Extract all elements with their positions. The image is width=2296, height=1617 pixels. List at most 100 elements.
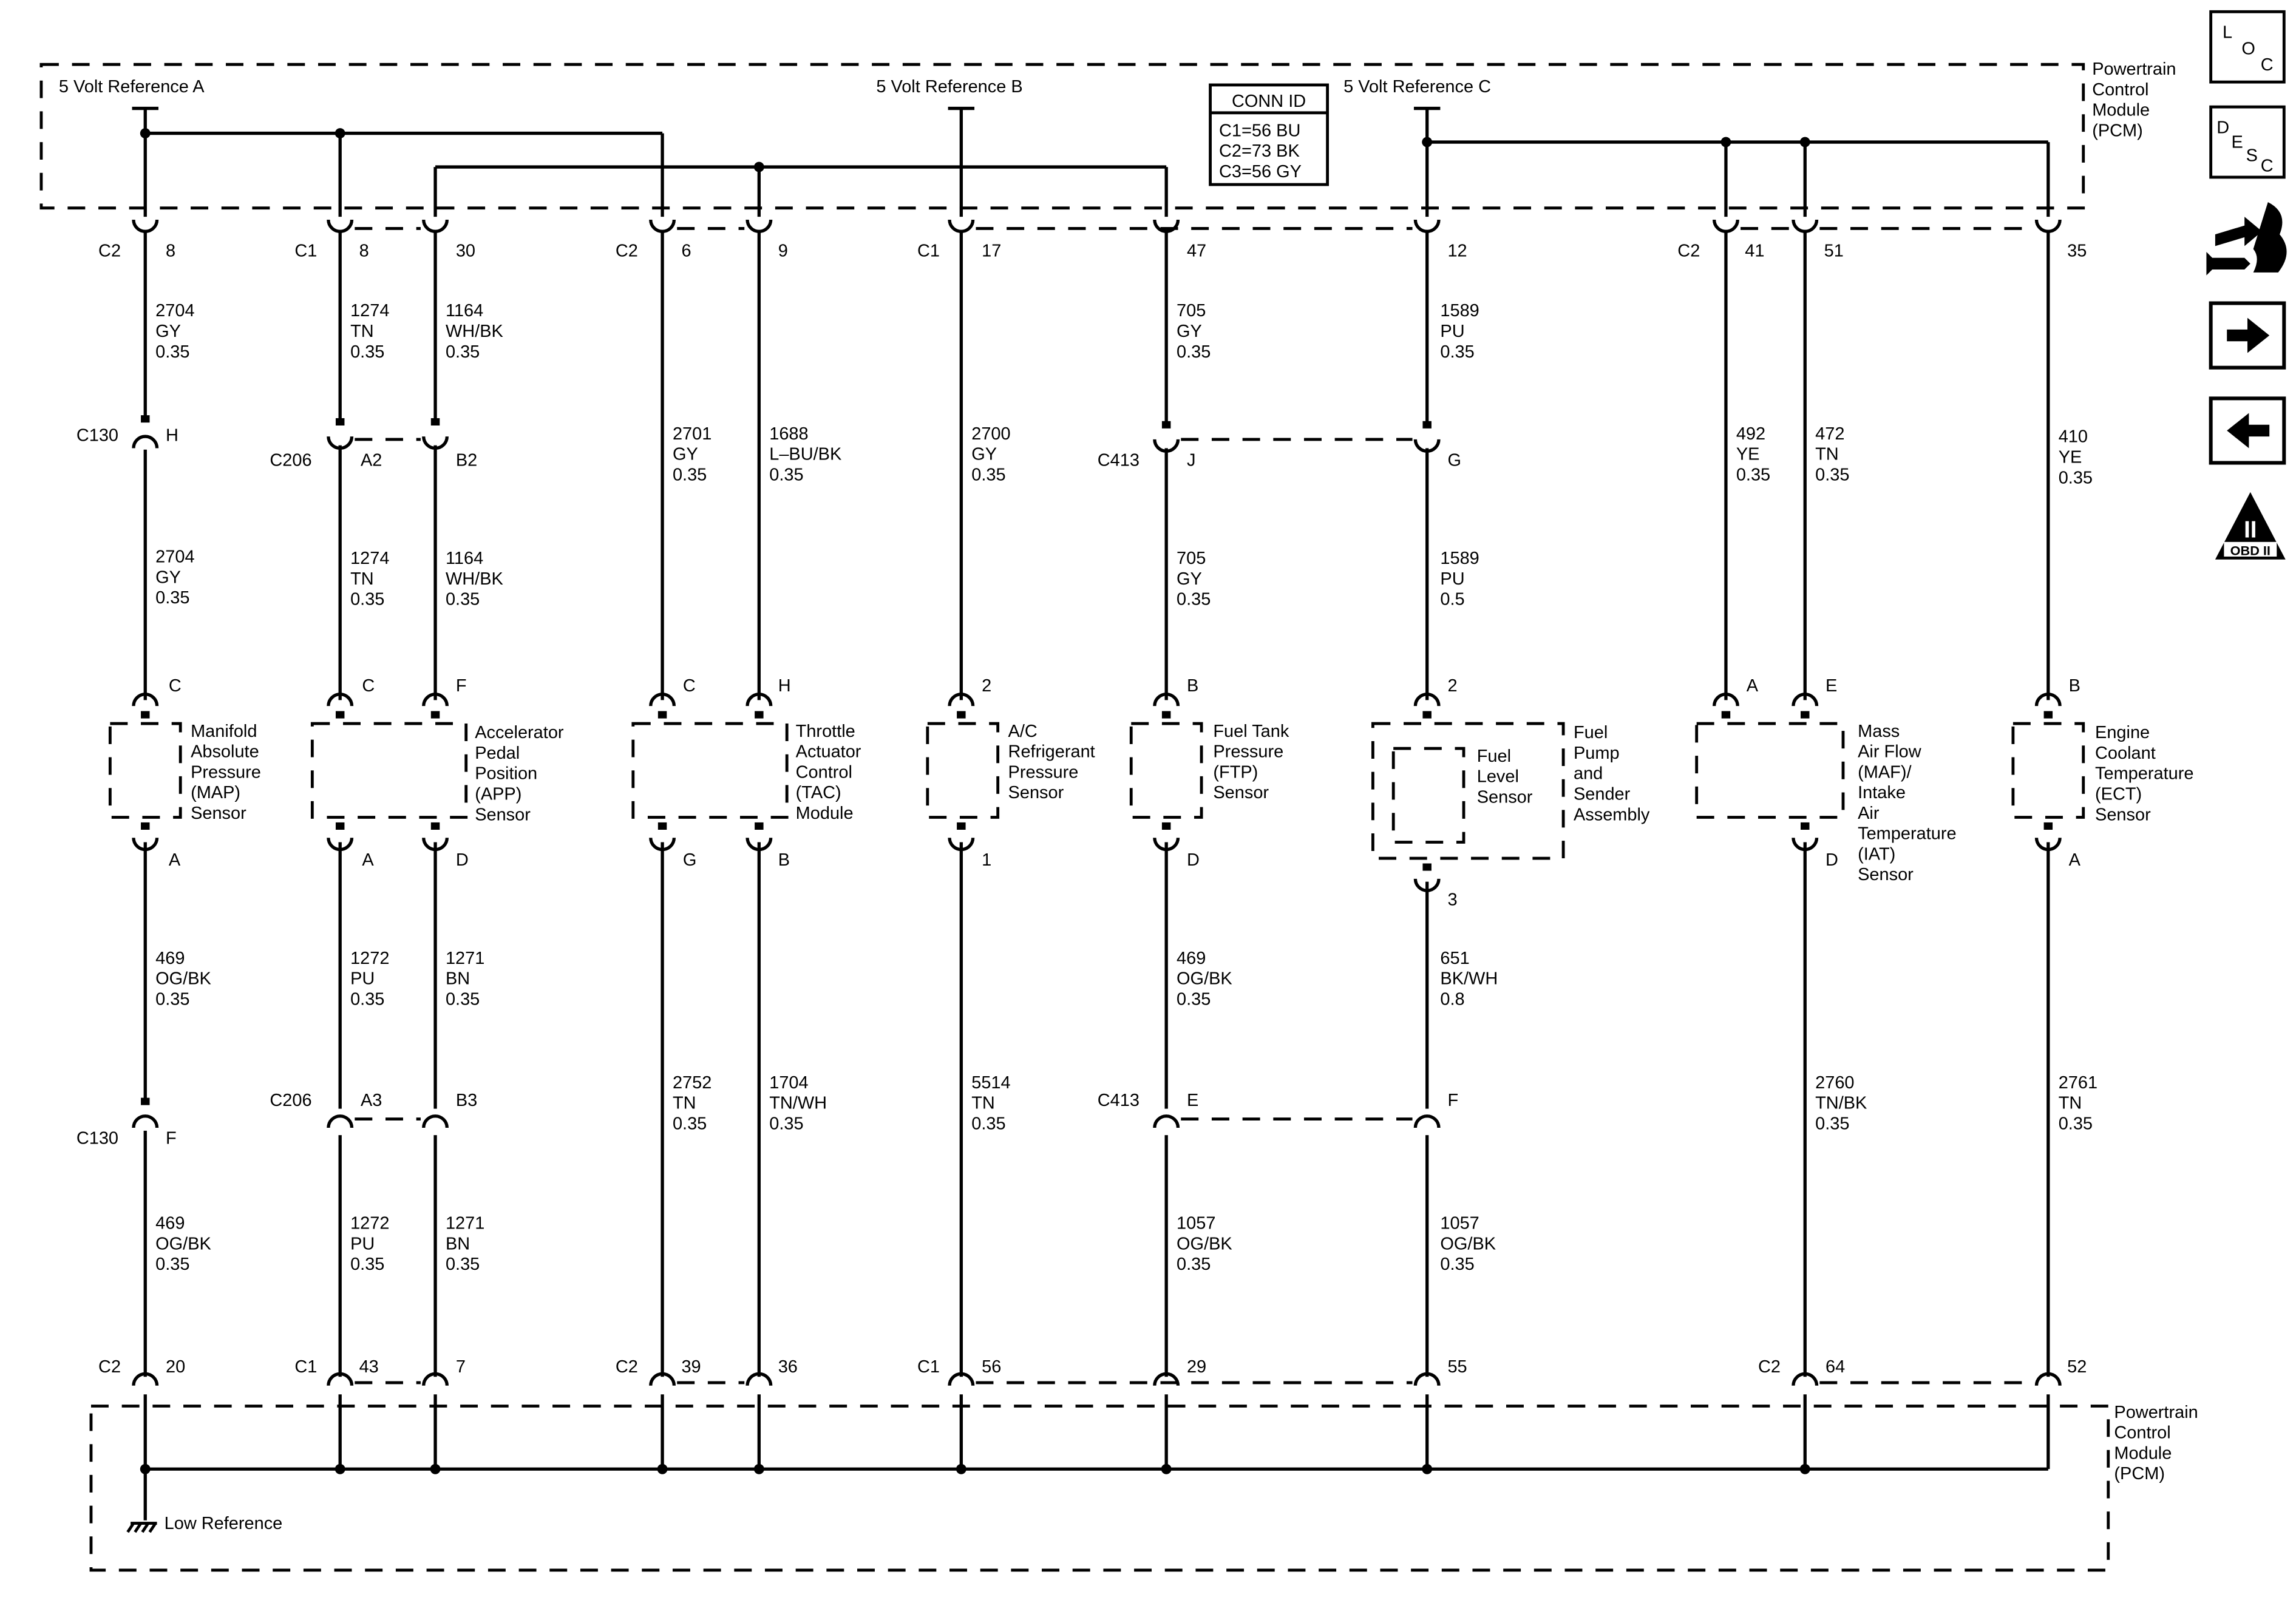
prev-arrow-button[interactable] [2209,396,2286,465]
c206-label: C206 [270,450,311,470]
map-sensor-box [108,722,182,819]
reference-buses [132,106,2050,217]
connector-repair-icon[interactable] [2206,202,2287,276]
svg-text:0.35: 0.35 [2059,1114,2093,1133]
top-pin-conn: C1 [294,241,317,260]
svg-text:TN: TN [673,1094,696,1113]
obd-numeral: II [2244,517,2257,543]
c413-pin-e: E [1187,1091,1198,1110]
svg-text:GY: GY [971,445,997,464]
next-arrow-button[interactable] [2209,301,2286,370]
maf-name-7: (IAT) [1858,844,1895,864]
component-boxes [108,722,2085,860]
top-pin-number: 51 [1824,241,1844,260]
ref-c-label: 5 Volt Reference C [1343,77,1491,97]
low-reference-bus [143,1394,2050,1520]
bottom-pin-number: 52 [2067,1357,2087,1377]
maf-name-4: Intake [1858,783,1906,802]
pcm-bottom-label-3: Module [2114,1443,2172,1463]
loc-button[interactable]: L O C [2209,10,2286,84]
ect-name-4: (ECT) [2095,785,2142,804]
svg-text:0.35: 0.35 [1736,465,1770,484]
c413-pin-g: G [1447,450,1461,470]
app-pin-d: D [456,850,469,870]
svg-text:PU: PU [1440,322,1464,341]
tac-name-5: Module [796,804,854,823]
svg-text:BN: BN [446,969,470,989]
bottom-pin-number: 7 [456,1357,466,1377]
fuel-pin-bot: 3 [1447,890,1457,909]
svg-text:WH/BK: WH/BK [446,569,503,589]
pcm-top-label-1: Powertrain [2092,59,2176,79]
c206-pin-a2: A2 [361,450,382,470]
map-name-5: Sensor [191,804,246,823]
svg-text:1057: 1057 [1177,1214,1215,1233]
svg-text:0.35: 0.35 [446,590,480,609]
svg-text:1589: 1589 [1440,301,1479,320]
svg-text:0.35: 0.35 [155,588,189,608]
svg-text:OG/BK: OG/BK [155,1234,211,1253]
svg-text:1057: 1057 [1440,1214,1479,1233]
svg-text:PU: PU [350,1234,375,1253]
svg-text:0.35: 0.35 [1177,989,1211,1009]
svg-text:0.35: 0.35 [1815,1114,1849,1133]
svg-text:410: 410 [2059,427,2088,447]
maf-name-3: (MAF)/ [1858,762,1912,782]
c130-label: C130 [76,425,118,445]
ftp-name-3: (FTP) [1213,762,1258,782]
c206-label: C206 [270,1091,311,1110]
maf-iat-sensor-box [1695,722,1845,819]
svg-text:GY: GY [673,445,698,464]
bottom-pin-number: 56 [982,1357,1001,1377]
bottom-pin-conn: C2 [98,1357,121,1377]
bottom-pin-conn: C2 [1758,1357,1781,1377]
ftp-pin-top: B [1187,676,1198,696]
svg-text:1271: 1271 [446,1214,484,1233]
pcm-bottom-label-2: Control [2114,1423,2170,1443]
svg-text:0.35: 0.35 [1440,342,1474,362]
component-names: Manifold Absolute Pressure (MAP) Sensor … [191,722,2193,884]
pcm-top-label-2: Control [2092,80,2148,100]
svg-text:2704: 2704 [155,547,194,567]
pcm-top-box [39,63,2085,210]
svg-text:OG/BK: OG/BK [1440,1234,1496,1253]
fuel-level-name-3: Sensor [1477,787,1533,807]
app-name-4: (APP) [475,785,521,804]
ground-icon [126,1522,157,1533]
ect-pin-bot: A [2069,850,2081,870]
svg-text:TN/WH: TN/WH [769,1094,827,1113]
component-pins [132,693,2062,892]
ect-name-2: Coolant [2095,744,2156,763]
svg-text:2700: 2700 [971,424,1010,444]
maf-name-2: Air Flow [1858,742,1921,762]
svg-text:2701: 2701 [673,424,712,444]
bottom-pin-number: 39 [681,1357,701,1377]
desc-button[interactable]: D E S C [2209,105,2286,179]
ect-name-5: Sensor [2095,805,2151,824]
tac-pin-g: G [683,850,697,870]
fuel-pin-top: 2 [1447,676,1457,696]
svg-text:705: 705 [1177,549,1206,568]
loc-letter-o: O [2241,39,2255,58]
c206-pin-a3: A3 [361,1091,382,1110]
c413-label: C413 [1098,450,1140,470]
top-pin-conn: C2 [98,241,121,260]
svg-text:0.35: 0.35 [446,342,480,362]
circuit-wires [143,231,2050,1377]
conn-id-table: CONN ID C1=56 BU C2=73 BK C3=56 GY [1209,83,1330,186]
svg-text:1272: 1272 [350,1214,389,1233]
c413-pin-f: F [1447,1091,1458,1110]
svg-text:0.35: 0.35 [1440,1255,1474,1274]
